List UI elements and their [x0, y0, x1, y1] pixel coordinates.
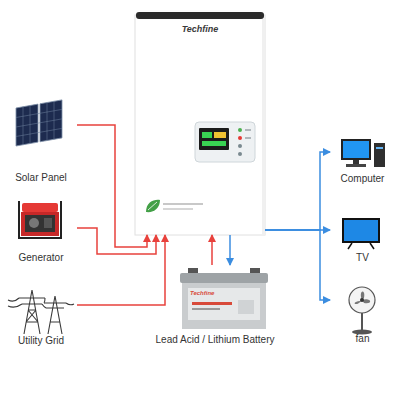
label-print — [238, 300, 254, 314]
lcd-screen — [199, 128, 229, 150]
button — [238, 152, 242, 156]
solar-panel-node: Solar Panel — [5, 95, 77, 187]
inverter-side — [262, 19, 265, 235]
fan-hub — [360, 298, 364, 302]
fan-node: fan — [330, 285, 395, 347]
tv-node: TV — [330, 212, 395, 266]
input-arrow — [77, 228, 156, 254]
tube-frame — [19, 201, 61, 238]
computer-icon — [342, 140, 385, 167]
battery-lid — [180, 273, 268, 283]
battery-icon — [180, 268, 268, 329]
pc-tower — [374, 143, 385, 167]
utility-grid-icon — [8, 290, 74, 334]
power-line — [8, 298, 74, 308]
lcd-segment — [202, 132, 212, 138]
brand-text: Techfine — [190, 290, 240, 297]
monitor-stand — [353, 160, 359, 164]
terminal — [188, 268, 198, 273]
node-label: fan — [330, 333, 395, 345]
battery-case — [182, 283, 266, 329]
panel-mark — [245, 137, 251, 139]
generator-frame — [21, 212, 59, 236]
label-print — [192, 302, 232, 305]
brand-text: Techfine — [135, 24, 265, 34]
fan-pole — [361, 313, 363, 331]
output-arrow — [265, 230, 330, 300]
output-arrow — [265, 152, 330, 230]
lcd-segment — [214, 132, 226, 138]
generator-node: Generator — [5, 195, 77, 267]
monitor — [342, 140, 370, 159]
input-arrow — [211, 235, 213, 265]
inverter-case — [135, 15, 265, 235]
pylon — [19, 290, 45, 334]
keyboard — [346, 164, 366, 167]
panel — [44, 218, 52, 228]
generator-icon — [19, 201, 61, 238]
engine-cover — [29, 218, 39, 228]
node-label: Computer — [330, 173, 395, 185]
pylon — [44, 296, 66, 334]
fuel-tank — [22, 203, 58, 212]
battery-node: TechfineLead Acid / Lithium Battery — [140, 265, 290, 349]
control-panel — [195, 122, 255, 162]
node-label: Generator — [5, 252, 77, 264]
drive-bay — [376, 147, 383, 149]
node-label: Solar Panel — [5, 172, 77, 184]
utility-grid-node: Utility Grid — [5, 280, 77, 350]
tv-stand — [348, 243, 374, 249]
tv-screen — [343, 219, 379, 242]
leaf-vein — [148, 202, 157, 210]
button — [238, 144, 242, 148]
output-arrow — [229, 235, 231, 265]
computer-node: Computer — [330, 135, 395, 187]
battery-label — [188, 288, 260, 320]
solar-panel-icon — [16, 100, 62, 146]
node-label: TV — [330, 252, 395, 264]
inverter-top — [136, 12, 264, 19]
node-label: Utility Grid — [5, 335, 77, 347]
leaf-logo — [146, 200, 160, 212]
inverter-body — [135, 12, 265, 235]
fan-icon — [349, 287, 375, 335]
label-print — [192, 308, 220, 310]
inverter-box: Techfine — [135, 15, 265, 235]
fan-guard — [349, 287, 375, 313]
input-arrow — [77, 235, 165, 305]
status-led — [238, 128, 242, 132]
pv-grid — [16, 100, 62, 146]
status-led — [238, 136, 242, 140]
engine — [25, 215, 55, 232]
fine-print — [163, 208, 193, 210]
fine-print — [163, 203, 203, 205]
lcd-segment — [202, 141, 226, 146]
fan-blades — [355, 291, 371, 304]
terminal — [250, 268, 260, 273]
tv-icon — [343, 219, 379, 249]
node-label: Lead Acid / Lithium Battery — [140, 334, 290, 346]
panel-mark — [245, 129, 251, 131]
